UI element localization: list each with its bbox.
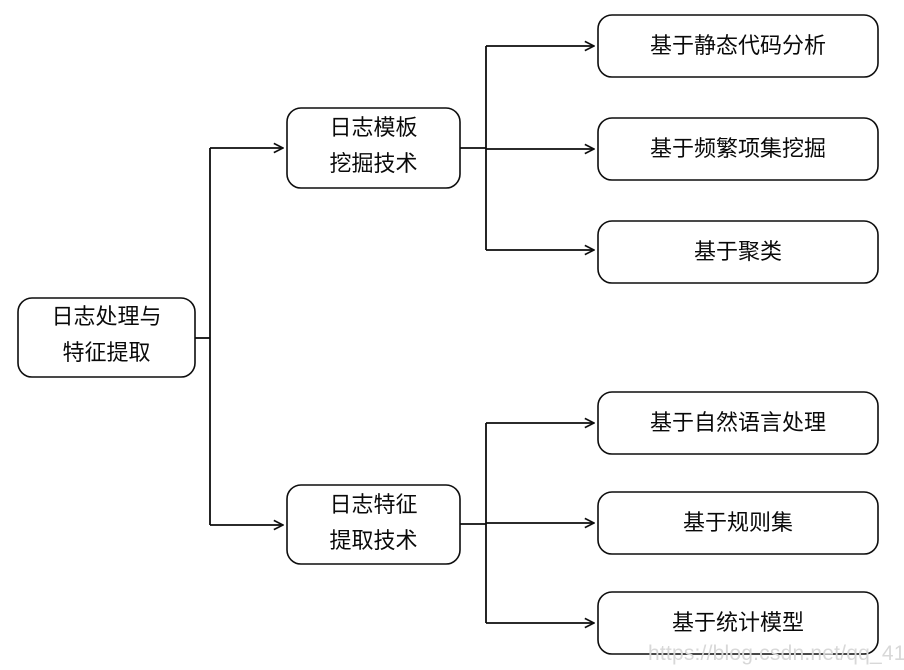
node-feature-extraction-label-line2: 提取技术 (329, 528, 417, 553)
connector-group (195, 46, 594, 623)
node-template-mining[interactable]: 日志模板 挖掘技术 (286, 107, 461, 189)
node-clustering-box (597, 220, 879, 284)
node-feature-extraction-label: 日志特征 (329, 492, 417, 517)
watermark-text: https://blog.csdn.net/qq_41773806 (648, 642, 904, 665)
node-static-code-analysis-label: 基于静态代码分析 (650, 33, 826, 58)
node-frequent-itemset-mining-label: 基于频繁项集挖掘 (650, 136, 826, 161)
node-template-mining-label-line2: 挖掘技术 (329, 151, 417, 176)
node-natural-language-processing[interactable]: 基于自然语言处理 (597, 391, 879, 455)
node-root-label-line2: 特征提取 (62, 340, 150, 365)
node-rule-set-box (597, 491, 879, 555)
node-static-code-analysis-box (597, 14, 879, 78)
node-template-mining-label: 日志模板 (329, 115, 417, 140)
node-rule-set-label: 基于规则集 (683, 510, 793, 535)
node-statistical-model[interactable]: 基于统计模型 (597, 591, 879, 655)
node-static-code-analysis[interactable]: 基于静态代码分析 (597, 14, 879, 78)
node-root[interactable]: 日志处理与 特征提取 (17, 297, 196, 378)
node-clustering[interactable]: 基于聚类 (597, 220, 879, 284)
node-root-label: 日志处理与 (51, 304, 161, 329)
node-feature-extraction-box (286, 484, 461, 565)
node-natural-language-processing-label: 基于自然语言处理 (650, 410, 826, 435)
node-clustering-label: 基于聚类 (694, 239, 782, 264)
node-template-mining-box (286, 107, 461, 189)
node-statistical-model-box (597, 591, 879, 655)
node-frequent-itemset-mining-box (597, 117, 879, 181)
node-feature-extraction[interactable]: 日志特征 提取技术 (286, 484, 461, 565)
node-natural-language-processing-box (597, 391, 879, 455)
node-root-box (17, 297, 196, 378)
node-frequent-itemset-mining[interactable]: 基于频繁项集挖掘 (597, 117, 879, 181)
node-rule-set[interactable]: 基于规则集 (597, 491, 879, 555)
node-statistical-model-label: 基于统计模型 (672, 610, 804, 635)
